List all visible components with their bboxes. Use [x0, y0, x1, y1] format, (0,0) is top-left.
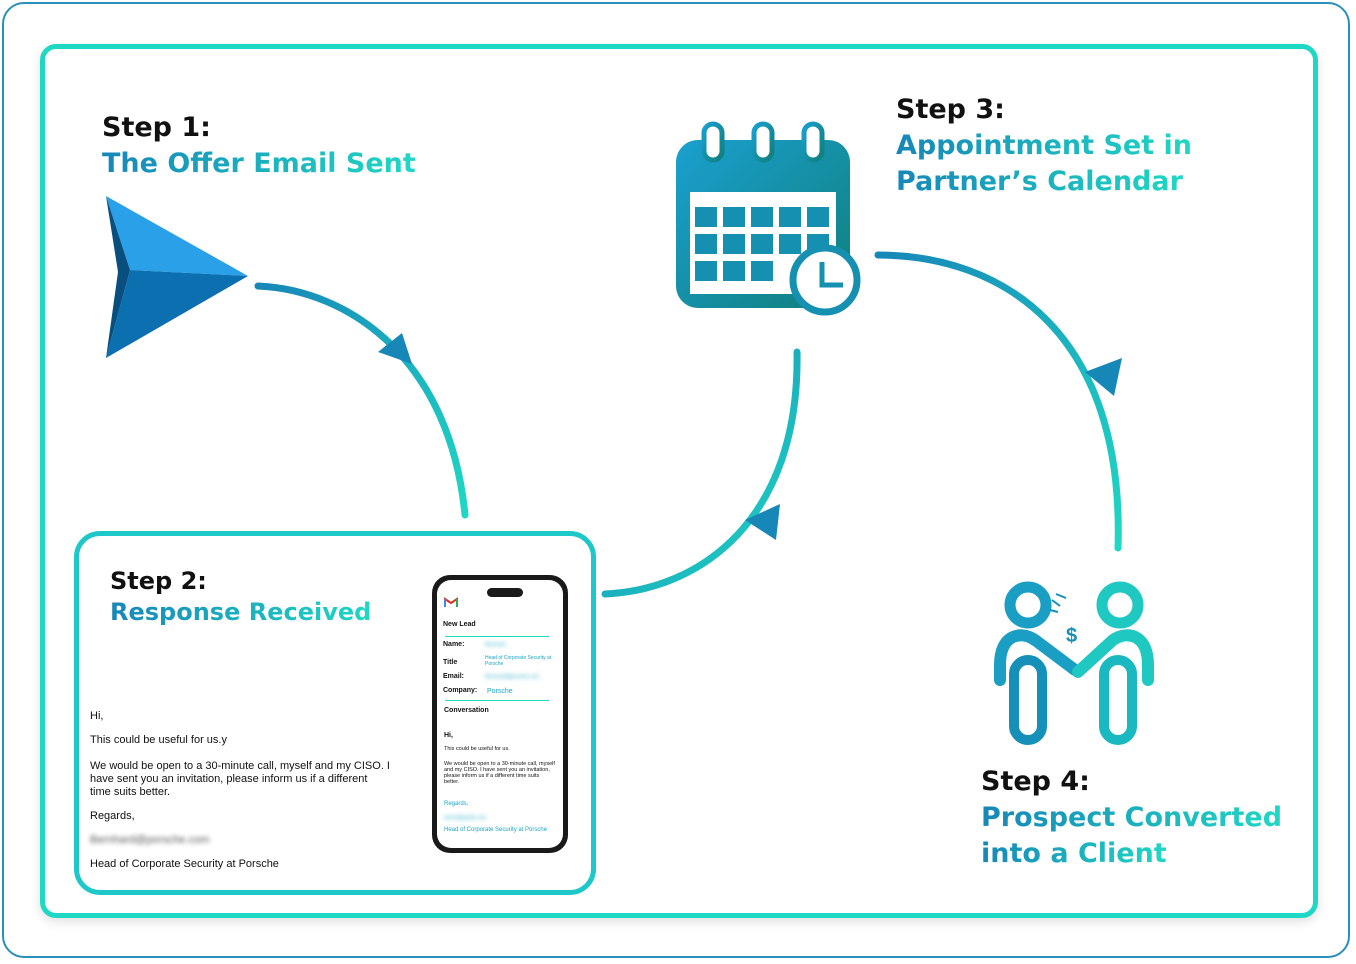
inner-frame	[40, 44, 1318, 918]
email-sender: Bernhard@porsche.com	[90, 834, 210, 846]
dollar-sign: $	[1066, 625, 1077, 647]
phone-notch	[487, 588, 523, 597]
email-signature: Head of Corporate Security at Porsche	[90, 858, 279, 870]
phone-body: We would be open to a 30-minute call, my…	[444, 761, 555, 785]
step2-title: Response Received	[110, 594, 371, 630]
step3-title-line1: Appointment Set in	[896, 128, 1192, 164]
phone-divider-1	[445, 636, 549, 637]
phone-conversation: Conversation	[444, 707, 489, 714]
phone-company-value: Porsche	[487, 688, 513, 695]
paper-plane-icon	[106, 196, 248, 358]
phone-name-value: Bernhard	[485, 642, 506, 648]
phone-sender: alexm@apollo.com	[444, 815, 487, 821]
email-greeting: Hi,	[90, 710, 104, 722]
phone-company-label: Company:	[443, 687, 478, 694]
email-regards: Regards,	[90, 810, 135, 822]
phone-header: New Lead	[443, 621, 476, 628]
step3-title-line2: Partner’s Calendar	[896, 164, 1183, 200]
phone-greeting: Hi,	[444, 732, 453, 739]
phone-name-label: Name:	[443, 641, 465, 648]
step2-label: Step 2:	[110, 567, 207, 595]
phone-screen: New Lead Name: Bernhard Title Head of Co…	[437, 580, 563, 848]
handshake-people-icon	[994, 581, 1154, 745]
phone-email-value: Bernhard@porsche.com	[485, 674, 540, 680]
step4-label: Step 4:	[981, 766, 1090, 797]
arrow-step1-to-step2	[254, 282, 469, 519]
gmail-icon	[444, 597, 458, 607]
step1-label: Step 1:	[102, 112, 211, 143]
phone-regards: Regards,	[444, 801, 469, 807]
email-message: Hi, This could be useful for us.y We wou…	[90, 710, 390, 882]
step4-title-line2: into a Client	[981, 836, 1167, 872]
calendar-clock-icon	[676, 121, 861, 316]
step4-title-line1: Prospect Converted	[981, 800, 1282, 836]
phone-divider-2	[445, 700, 549, 701]
phone-email-label: Email:	[443, 673, 465, 680]
email-body: We would be open to a 30-minute call, my…	[90, 760, 390, 798]
step3-label: Step 3:	[896, 94, 1005, 125]
phone-mockup: New Lead Name: Bernhard Title Head of Co…	[432, 575, 568, 853]
phone-line1: This could be useful for us.	[444, 746, 510, 752]
arrow-step3-to-step4	[874, 251, 1122, 552]
arrow-step2-to-step3	[601, 348, 801, 598]
phone-title-value: Head of Corporate Security at Porsche	[485, 655, 552, 667]
phone-title-label: Title	[443, 659, 458, 666]
step1-title: The Offer Email Sent	[102, 146, 416, 182]
email-line1: This could be useful for us.y	[90, 734, 227, 746]
phone-signature: Head of Corporate Security at Porsche	[444, 827, 548, 833]
